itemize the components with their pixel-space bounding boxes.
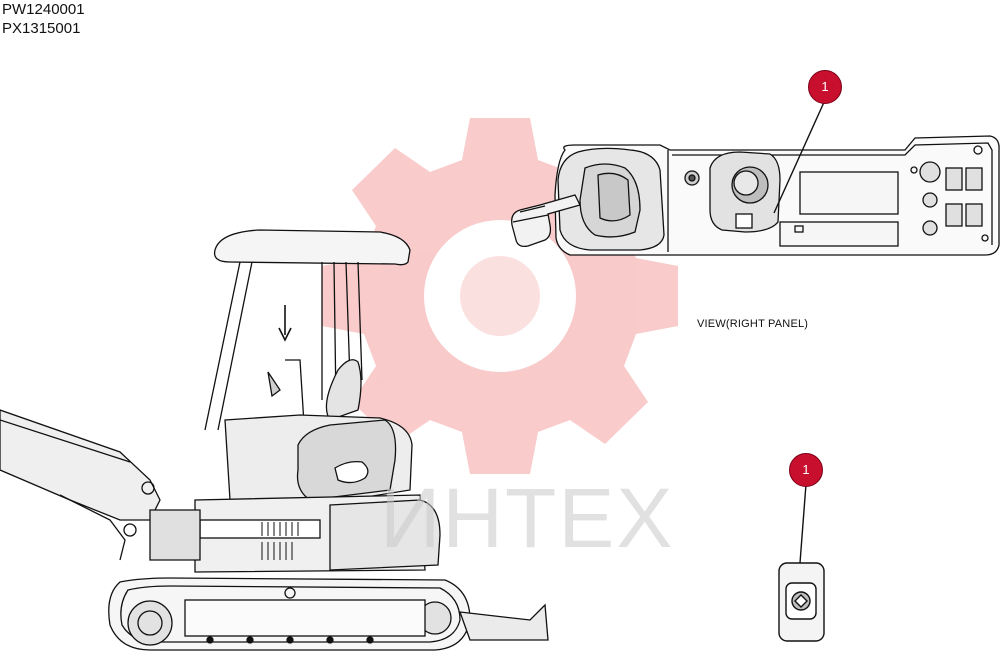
watermark-text: ИНТЕХ [380, 471, 675, 565]
right-panel-view [511, 135, 1000, 256]
decal-detail [778, 483, 825, 642]
model-codes: PW1240001 PX1315001 [2, 0, 85, 38]
model-code-2: PX1315001 [2, 20, 81, 37]
callout-badge-panel: 1 [808, 70, 842, 104]
view-label: VIEW(RIGHT PANEL) [697, 318, 809, 330]
excavator-illustration [0, 229, 549, 651]
model-code-1: PW1240001 [2, 1, 85, 18]
callout-leader-panel [773, 99, 826, 214]
callout-badge-decal: 1 [789, 453, 823, 487]
